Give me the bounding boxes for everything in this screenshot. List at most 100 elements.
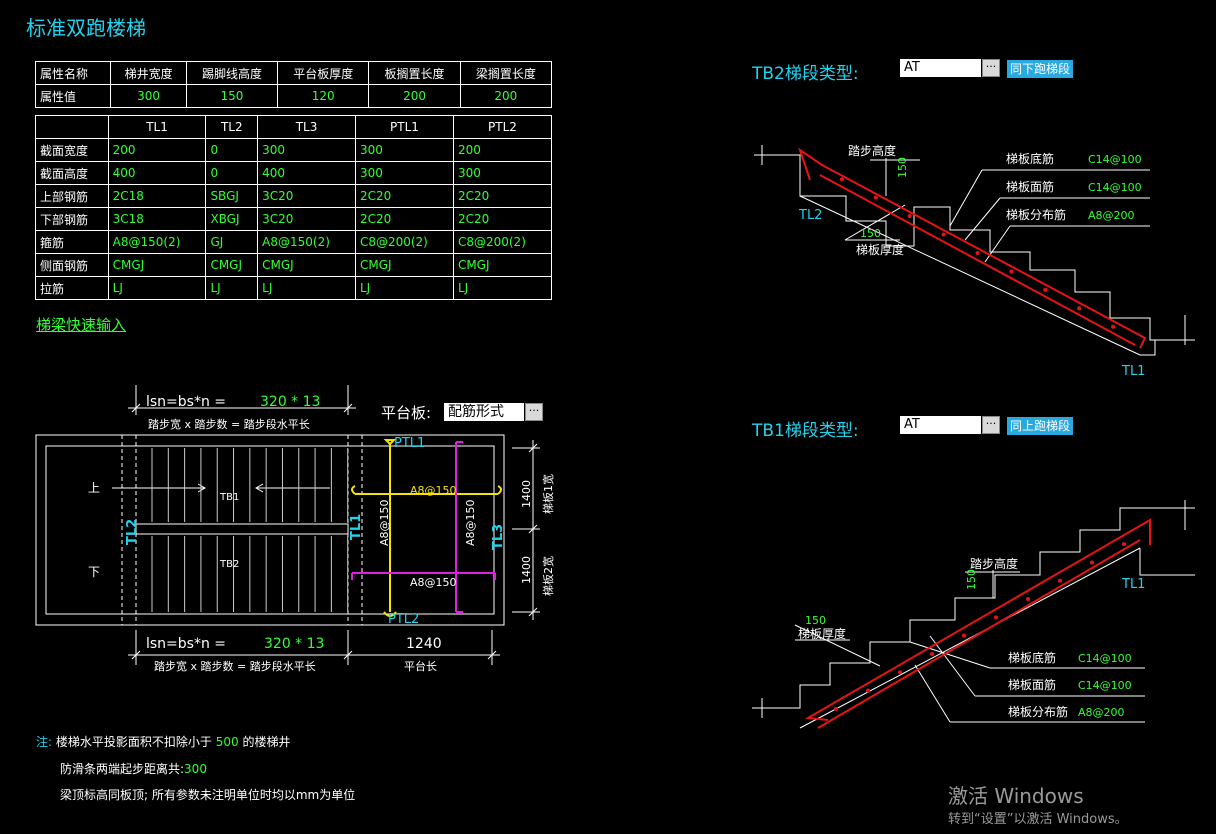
rebar-dot — [839, 177, 844, 182]
platform-length-label: 平台长 — [404, 659, 437, 673]
beam-cell[interactable]: 300 — [257, 138, 356, 162]
beam-cell[interactable]: LJ — [257, 276, 356, 300]
tb2-tl-right-label: TL1 — [1121, 364, 1145, 379]
beam-cell[interactable]: 400 — [107, 161, 207, 185]
tb2-plan-label: TB2 — [219, 559, 239, 570]
ptl2-label: PTL2 — [388, 612, 419, 627]
note-value[interactable]: 300 — [184, 762, 207, 776]
rebar-v1-label: A8@150 — [378, 499, 391, 546]
width2-value: 1400 — [520, 556, 533, 584]
beam-cell[interactable]: 2C20 — [452, 207, 553, 231]
beam-cell[interactable]: LJ — [354, 276, 454, 300]
top-formula-sub: 踏步宽 x 踏步数 = 踏步段水平长 — [148, 417, 310, 431]
beam-cell[interactable]: CMGJ — [452, 253, 553, 277]
rebar-dot — [866, 688, 870, 693]
beam-cell[interactable]: 300 — [354, 161, 454, 185]
beam-cell[interactable]: 300 — [452, 161, 553, 185]
rebar-dot — [1043, 287, 1048, 292]
beam-cell[interactable]: C8@200(2) — [354, 230, 454, 254]
note-value[interactable]: 500 — [215, 735, 239, 749]
beam-cell[interactable]: 400 — [257, 161, 356, 185]
beam-cell[interactable]: 2C18 — [107, 184, 207, 208]
beam-cell[interactable]: 3C20 — [257, 207, 356, 231]
beam-cell[interactable]: LJ — [205, 276, 259, 300]
note-text: 楼梯水平投影面积不扣除小于 — [55, 735, 212, 749]
top-formula-prefix: lsn=bs*n = — [146, 394, 226, 410]
beam-cell[interactable]: A8@150(2) — [257, 230, 356, 254]
slab-bearing-length-cell[interactable]: 200 — [368, 84, 461, 108]
beam-cell[interactable]: 200 — [107, 138, 207, 162]
beam-cell[interactable]: CMGJ — [354, 253, 454, 277]
beam-row-label: 侧面钢筋 — [35, 253, 109, 277]
beam-cell[interactable]: 3C18 — [107, 207, 207, 231]
beam-row-label: 箍筋 — [35, 230, 109, 254]
beam-cell[interactable]: CMGJ — [205, 253, 259, 277]
beam-cell[interactable]: 2C20 — [354, 207, 454, 231]
tb2-dist-rebar-label: 梯板分布筋 — [1006, 207, 1066, 222]
down-label: 下 — [88, 565, 100, 579]
beam-cell[interactable]: 3C20 — [257, 184, 356, 208]
beam-cell[interactable]: CMGJ — [107, 253, 207, 277]
props-header: 梯井宽度 — [110, 61, 187, 85]
up-label: 上 — [88, 481, 100, 495]
tb2-type-select[interactable]: AT — [900, 59, 981, 77]
beam-cell[interactable]: LJ — [452, 276, 553, 300]
tb1-step-height-value: 150 — [965, 569, 978, 590]
beam-cell[interactable]: C8@200(2) — [452, 230, 553, 254]
tb2-top-rebar-label: 梯板面筋 — [1006, 179, 1054, 194]
rebar-dot — [907, 214, 912, 219]
skirting-height-cell[interactable]: 150 — [185, 84, 279, 108]
page-title: 标准双跑楼梯 — [26, 16, 146, 40]
activation-watermark-title: 激活 Windows — [948, 784, 1084, 808]
beam-cell[interactable]: 300 — [354, 138, 454, 162]
platform-ellipsis-button[interactable]: ··· — [525, 403, 543, 421]
beam-row-label: 下部钢筋 — [35, 207, 109, 231]
rebar-dot — [1122, 542, 1126, 547]
tb1-type-select[interactable]: AT — [900, 416, 981, 434]
tb2-ellipsis-button[interactable]: ··· — [982, 59, 1000, 77]
rebar-dot — [898, 670, 902, 675]
props-header: 属性名称 — [34, 61, 112, 85]
beam-quick-input-link[interactable]: 梯梁快速输入 — [36, 316, 127, 334]
beam-cell[interactable]: 200 — [452, 138, 553, 162]
rebar-dot — [834, 706, 838, 711]
tb1-bottom-rebar-value: C14@100 — [1078, 652, 1132, 665]
beam-cell[interactable]: 0 — [205, 161, 259, 185]
tb2-top-rebar-value: C14@100 — [1088, 181, 1142, 194]
tb1-slab-thick-value: 150 — [805, 614, 826, 627]
beam-cell[interactable]: SBGJ — [205, 184, 259, 208]
rebar-dot — [994, 615, 998, 620]
tb2-bottom-rebar-value: C14@100 — [1088, 153, 1142, 166]
beam-row-label: 拉筋 — [35, 276, 109, 300]
props-table: 属性名称 梯井宽度 踢脚线高度 平台板厚度 板搁置长度 梁搁置长度 属性值 30… — [34, 61, 553, 108]
platform-thickness-cell[interactable]: 120 — [277, 84, 370, 108]
beam-cell[interactable]: A8@150(2) — [107, 230, 207, 254]
same-as-lower-flight-button[interactable]: 同下跑梯段 — [1007, 60, 1074, 78]
rebar-dot — [1026, 597, 1030, 602]
beam-cell[interactable]: 2C20 — [354, 184, 454, 208]
platform-select[interactable]: 配筋形式 — [444, 403, 524, 421]
tb1-section-drawing: 踏步高度 150 150 梯板厚度 梯板底筋 C14@100 梯板面筋 C14@… — [752, 500, 1195, 729]
tb1-top-rebar-value: C14@100 — [1078, 679, 1132, 692]
beam-cell[interactable]: 2C20 — [452, 184, 553, 208]
beam-bearing-length-cell[interactable]: 200 — [459, 84, 553, 108]
beam-cell[interactable]: XBGJ — [205, 207, 259, 231]
tb1-ellipsis-button[interactable]: ··· — [982, 416, 1000, 434]
tb1-dist-rebar-label: 梯板分布筋 — [1008, 704, 1068, 719]
beam-cell[interactable]: CMGJ — [257, 253, 356, 277]
rebar-dot — [930, 651, 934, 656]
beam-row-label: 上部钢筋 — [35, 184, 109, 208]
beam-cell[interactable]: LJ — [107, 276, 207, 300]
stair-well-width-cell[interactable]: 300 — [110, 84, 187, 108]
same-as-upper-flight-button[interactable]: 同上跑梯段 — [1007, 417, 1074, 435]
rebar-dot — [1077, 306, 1082, 311]
beam-cell[interactable]: 0 — [205, 138, 259, 162]
tb2-dist-rebar-value: A8@200 — [1088, 209, 1135, 222]
beam-row-label: 截面高度 — [35, 161, 109, 185]
note-text: 防滑条两端起步距离共: — [60, 762, 185, 776]
beam-cell[interactable]: GJ — [205, 230, 259, 254]
tb2-slab-thick-value: 150 — [860, 227, 881, 240]
